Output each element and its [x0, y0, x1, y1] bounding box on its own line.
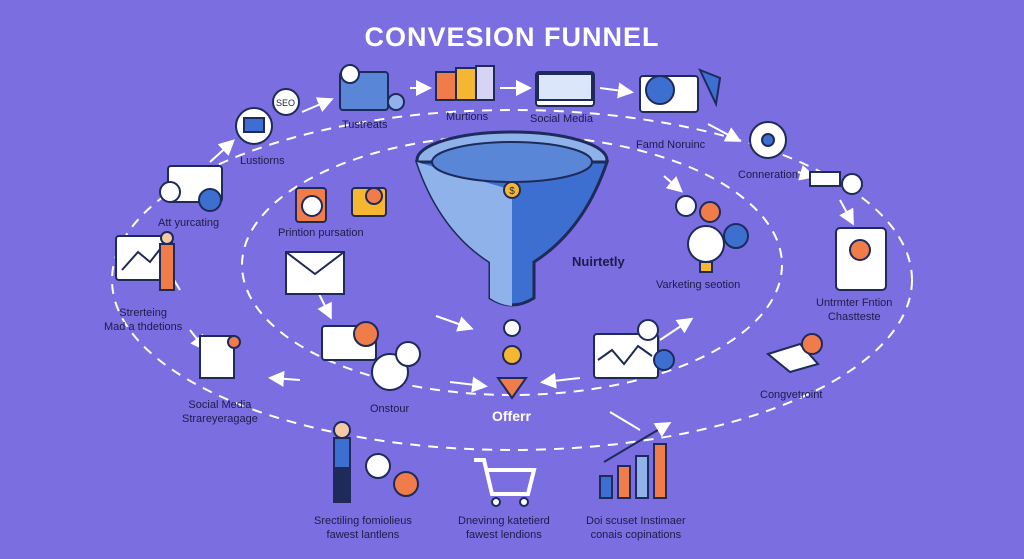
label-social-media-top: Social Media	[530, 113, 593, 125]
inner-dashed-orbit	[241, 134, 783, 396]
svg-text:$: $	[509, 186, 515, 197]
label-printion-pursation: Printion pursation	[278, 227, 364, 239]
label-bottom-right: Doi scuset Instimaer conais copinations	[586, 514, 686, 542]
left-icons	[115, 107, 421, 391]
label-att-yurcating: Att yurcating	[158, 217, 220, 229]
label-bottom-center-line2: fawest lendions	[465, 529, 542, 541]
label-congvetroint: Congvetroint	[760, 389, 823, 401]
seo-badge: SEO	[276, 98, 296, 108]
label-bottom-center: Dnevinng katetierd fawest lendions	[458, 514, 550, 542]
bottom-icons	[333, 421, 672, 507]
label-famd-noruinc: Famd Noruinc	[636, 139, 706, 151]
label-strerteing-line2: Mad a thdetions	[104, 321, 183, 333]
label-strerteing-line1: Strerteing	[119, 307, 167, 319]
label-bottom-right-line2: conais copinations	[590, 529, 682, 541]
label-bottom-right-line1: Doi scuset Instimaer	[586, 515, 686, 527]
label-lustiorns: Lustiorns	[240, 155, 285, 167]
label-bottom-left-line2: fawest lantlens	[326, 529, 400, 541]
label-untrmter-line1: Untrmter Fntion	[816, 297, 893, 309]
label-onstour: Onstour	[370, 403, 410, 415]
label-varketing-section: Varketing seotion	[656, 279, 741, 291]
label-social-media-strategy: Social Media Strareyeragage	[182, 398, 258, 426]
label-bottom-left: Srectiling fomiolieus fawest lantlens	[314, 514, 412, 542]
label-untrmter-line2: Chastteste	[827, 311, 881, 323]
label-strerteing: Strerteing Mad a thdetions	[104, 306, 182, 334]
label-social-media-strategy-line1: Social Media	[188, 399, 252, 411]
label-bottom-left-line1: Srectiling fomiolieus	[314, 515, 412, 527]
label-bottom-center-line1: Dnevinng katetierd	[458, 515, 550, 527]
label-untrmter-fntion: Untrmter Fntion Chastteste	[816, 296, 892, 324]
right-icons	[593, 195, 887, 379]
flow-arrows	[167, 80, 854, 431]
page-title: CONVESION FUNNEL	[364, 22, 660, 52]
center-offer-icons	[496, 319, 528, 400]
outer-dashed-orbit	[111, 109, 913, 451]
top-icons	[272, 64, 863, 195]
label-murtions: Murtions	[446, 111, 489, 123]
funnel-graphic: $	[414, 130, 610, 307]
label-conneration: Conneration	[738, 169, 798, 181]
funnel-label: Nuirtetly	[572, 254, 625, 269]
label-tustreats: Tustreats	[342, 119, 388, 131]
offer-label: Offerr	[492, 408, 531, 424]
label-social-media-strategy-line2: Strareyeragage	[182, 413, 258, 425]
